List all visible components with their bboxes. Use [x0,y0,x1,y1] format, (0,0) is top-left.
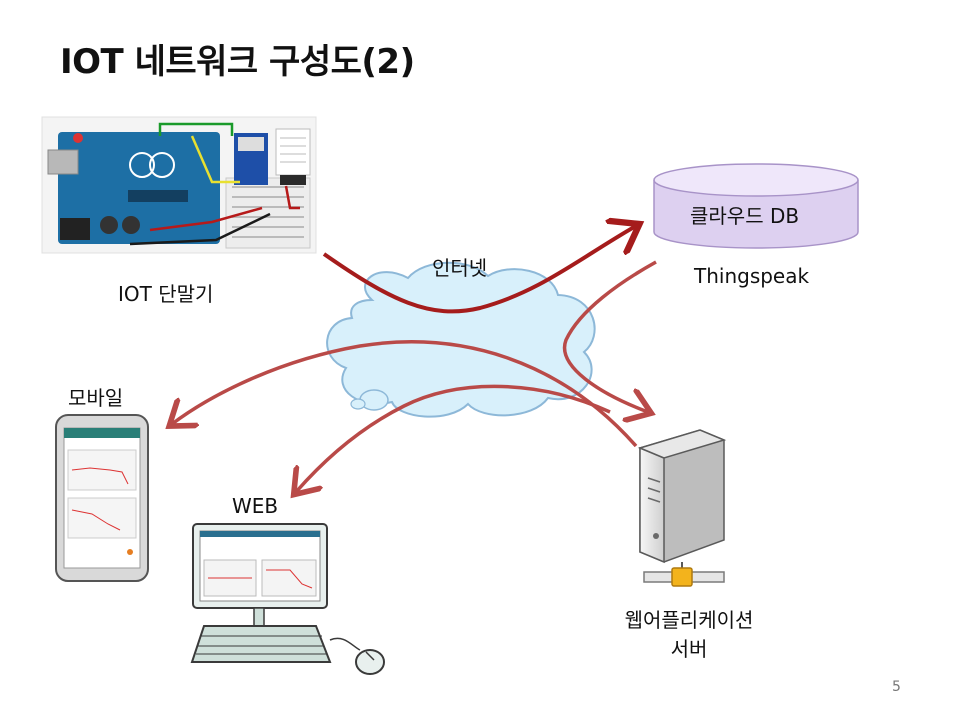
internet-cloud [326,261,596,418]
server-label-line2: 서버 [670,637,708,661]
page-number: 5 [892,679,901,695]
iot-device-label: IOT 단말기 [118,282,214,306]
cloud-db-label: 클라우드 DB [690,204,800,228]
arrow-server-to-mobile [172,340,638,448]
thingspeak-label: Thingspeak [694,264,810,288]
web-label: WEB [232,494,279,518]
arrow-db-to-server [562,260,657,412]
arduino-board-image [41,116,317,254]
server-label: 웹어플리케이션 서버 [620,604,758,662]
server-image [637,429,727,587]
internet-label: 인터넷 [432,256,488,280]
slide-title: IOT 네트워크 구성도(2) [60,42,415,82]
arrow-iot-to-cloud-db [322,226,636,314]
arrow-server-to-web [296,384,611,492]
server-label-line1: 웹어플리케이션 [624,608,754,632]
mobile-label: 모바일 [68,386,124,410]
mobile-phone-image [55,414,149,582]
desktop-computer-image [190,523,385,675]
cloud-db-cylinder [653,163,859,249]
